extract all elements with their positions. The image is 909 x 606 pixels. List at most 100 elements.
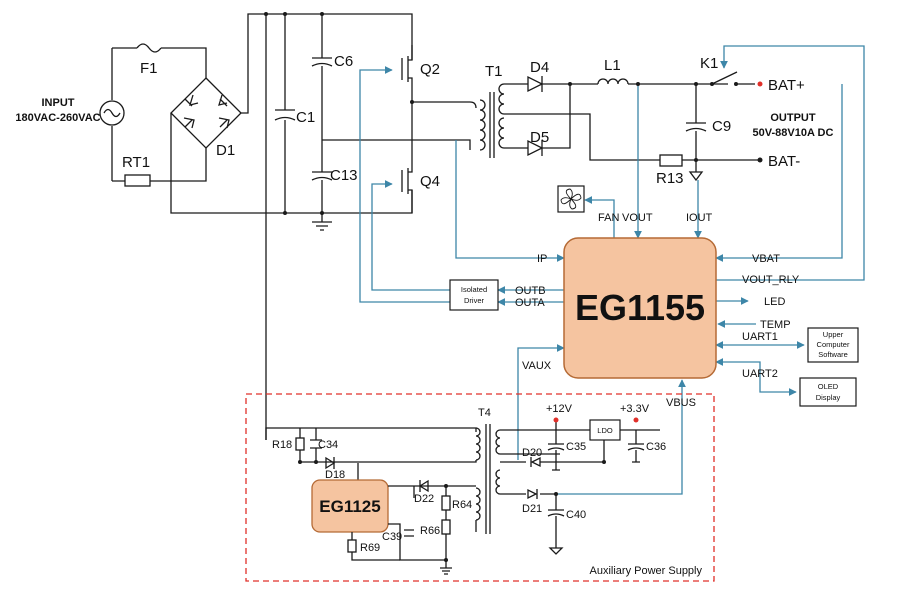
signal-wires — [359, 45, 865, 495]
wire-vaux — [517, 344, 565, 460]
label-c34: C34 — [318, 439, 338, 451]
wire-uart2 — [715, 358, 797, 396]
diode-d4 — [527, 75, 570, 93]
signal-labels: FAN VOUT IOUT IP OUTB OUTA VBAT VOUT_RLY… — [515, 212, 800, 409]
wire-ip — [455, 140, 565, 262]
label-f1: F1 — [140, 60, 158, 77]
label-d1: D1 — [216, 142, 235, 159]
t1-secondary-coil — [498, 83, 505, 149]
label-c1: C1 — [296, 109, 315, 126]
label-d20: D20 — [522, 447, 542, 459]
upper-computer-block: Upper Computer Software — [807, 327, 859, 363]
label-d18: D18 — [325, 469, 345, 481]
rail-12v-return — [500, 438, 605, 463]
signal-temp: TEMP — [760, 319, 791, 331]
main-controller: EG1155 — [563, 237, 717, 379]
t1-primary-wires — [412, 101, 477, 150]
eg1125-chip — [311, 479, 389, 533]
t1-core — [489, 92, 495, 158]
isolated-driver-line2: Driver — [464, 296, 485, 305]
oled-box — [799, 377, 857, 407]
r69-wires — [351, 532, 400, 561]
eg1155-label: EG1155 — [575, 287, 705, 328]
capacitor-c6 — [311, 57, 333, 67]
bridge-rectifier-d1 — [170, 77, 242, 149]
signal-vbat: VBAT — [752, 253, 780, 265]
input-range: 180VAC-260VAC — [15, 112, 100, 124]
oled-line1: OLED — [818, 382, 839, 391]
capacitor-c39 — [404, 529, 414, 537]
signal-outa: OUTA — [515, 297, 545, 309]
label-c6: C6 — [334, 53, 353, 70]
eg1155-chip — [563, 237, 717, 379]
relay-pivot — [710, 82, 714, 86]
output-spec: 50V-88V10A DC — [753, 127, 834, 139]
label-q2: Q2 — [420, 61, 440, 78]
signal-ip: IP — [537, 253, 547, 265]
bridge-diode-icons — [183, 94, 230, 129]
wire-fan — [584, 196, 615, 238]
resistor-r69 — [347, 539, 357, 553]
label-r13: R13 — [656, 170, 684, 187]
label-k1: K1 — [700, 55, 718, 72]
dc-bus-positive — [241, 13, 413, 114]
signal-iout: IOUT — [686, 212, 713, 224]
diode-d21 — [527, 488, 538, 500]
capacitor-c9 — [685, 84, 707, 160]
signal-vbus: VBUS — [666, 397, 696, 409]
label-c39: C39 — [382, 531, 402, 543]
isolated-driver-block: Isolated Driver — [449, 279, 499, 311]
label-bat-plus: BAT+ — [768, 77, 805, 94]
signal-outb: OUTB — [515, 285, 546, 297]
aux-ground-icon — [440, 567, 452, 575]
output-ground-icon — [688, 160, 704, 182]
label-d22: D22 — [414, 493, 434, 505]
oled-line2: Display — [816, 393, 841, 402]
fan-block — [557, 185, 585, 213]
input-section: INPUT 180VAC-260VAC F1 RT1 D1 C1 C6 C13 — [15, 13, 440, 440]
label-r66: R66 — [420, 525, 440, 537]
dc-bus-negative — [170, 113, 413, 214]
label-d21: D21 — [522, 503, 542, 515]
capacitor-c40 — [547, 494, 565, 555]
eg1125-wires — [388, 485, 476, 561]
resistor-r13 — [659, 154, 683, 167]
resistor-r64 — [441, 495, 451, 511]
marker-12v — [553, 417, 559, 423]
aux-supply-border — [245, 393, 715, 582]
resistor-r18 — [295, 437, 305, 451]
signal-uart2: UART2 — [742, 368, 778, 380]
junction-dots — [264, 12, 698, 562]
upper-computer-line2: Computer — [817, 340, 850, 349]
aux-supply-label: Auxiliary Power Supply — [590, 565, 703, 577]
t4-aux-coil — [475, 487, 481, 532]
label-3v3: +3.3V — [620, 403, 650, 415]
ac-sine-icon — [103, 108, 121, 118]
fuse-f1 — [136, 43, 162, 53]
upper-computer-line1: Upper — [823, 330, 844, 339]
signal-led: LED — [764, 296, 785, 308]
label-r69: R69 — [360, 542, 380, 554]
wire-vbat — [715, 84, 843, 262]
label-d5: D5 — [530, 129, 549, 146]
label-d4: D4 — [530, 59, 549, 76]
ldo-label: LDO — [597, 426, 613, 435]
signal-uart1: UART1 — [742, 331, 778, 343]
signal-vaux: VAUX — [522, 360, 552, 372]
wire-vout-rly — [716, 45, 865, 281]
fuse-wires — [112, 47, 207, 78]
t4-primary-coil — [475, 427, 481, 461]
signal-vout-rly: VOUT_RLY — [742, 274, 800, 286]
inductor-l1 — [597, 78, 629, 85]
t4-secondary-coil — [495, 429, 501, 495]
capacitor-c13 — [311, 171, 333, 181]
marker-3v3 — [633, 417, 639, 423]
capacitor-c35 — [547, 420, 565, 471]
ac-source-symbol — [99, 100, 125, 126]
ldo-box — [589, 419, 621, 441]
capacitor-c34 — [310, 439, 322, 449]
isolated-driver-box — [449, 279, 499, 311]
label-c36: C36 — [646, 441, 666, 453]
diode-d20 — [530, 456, 541, 468]
